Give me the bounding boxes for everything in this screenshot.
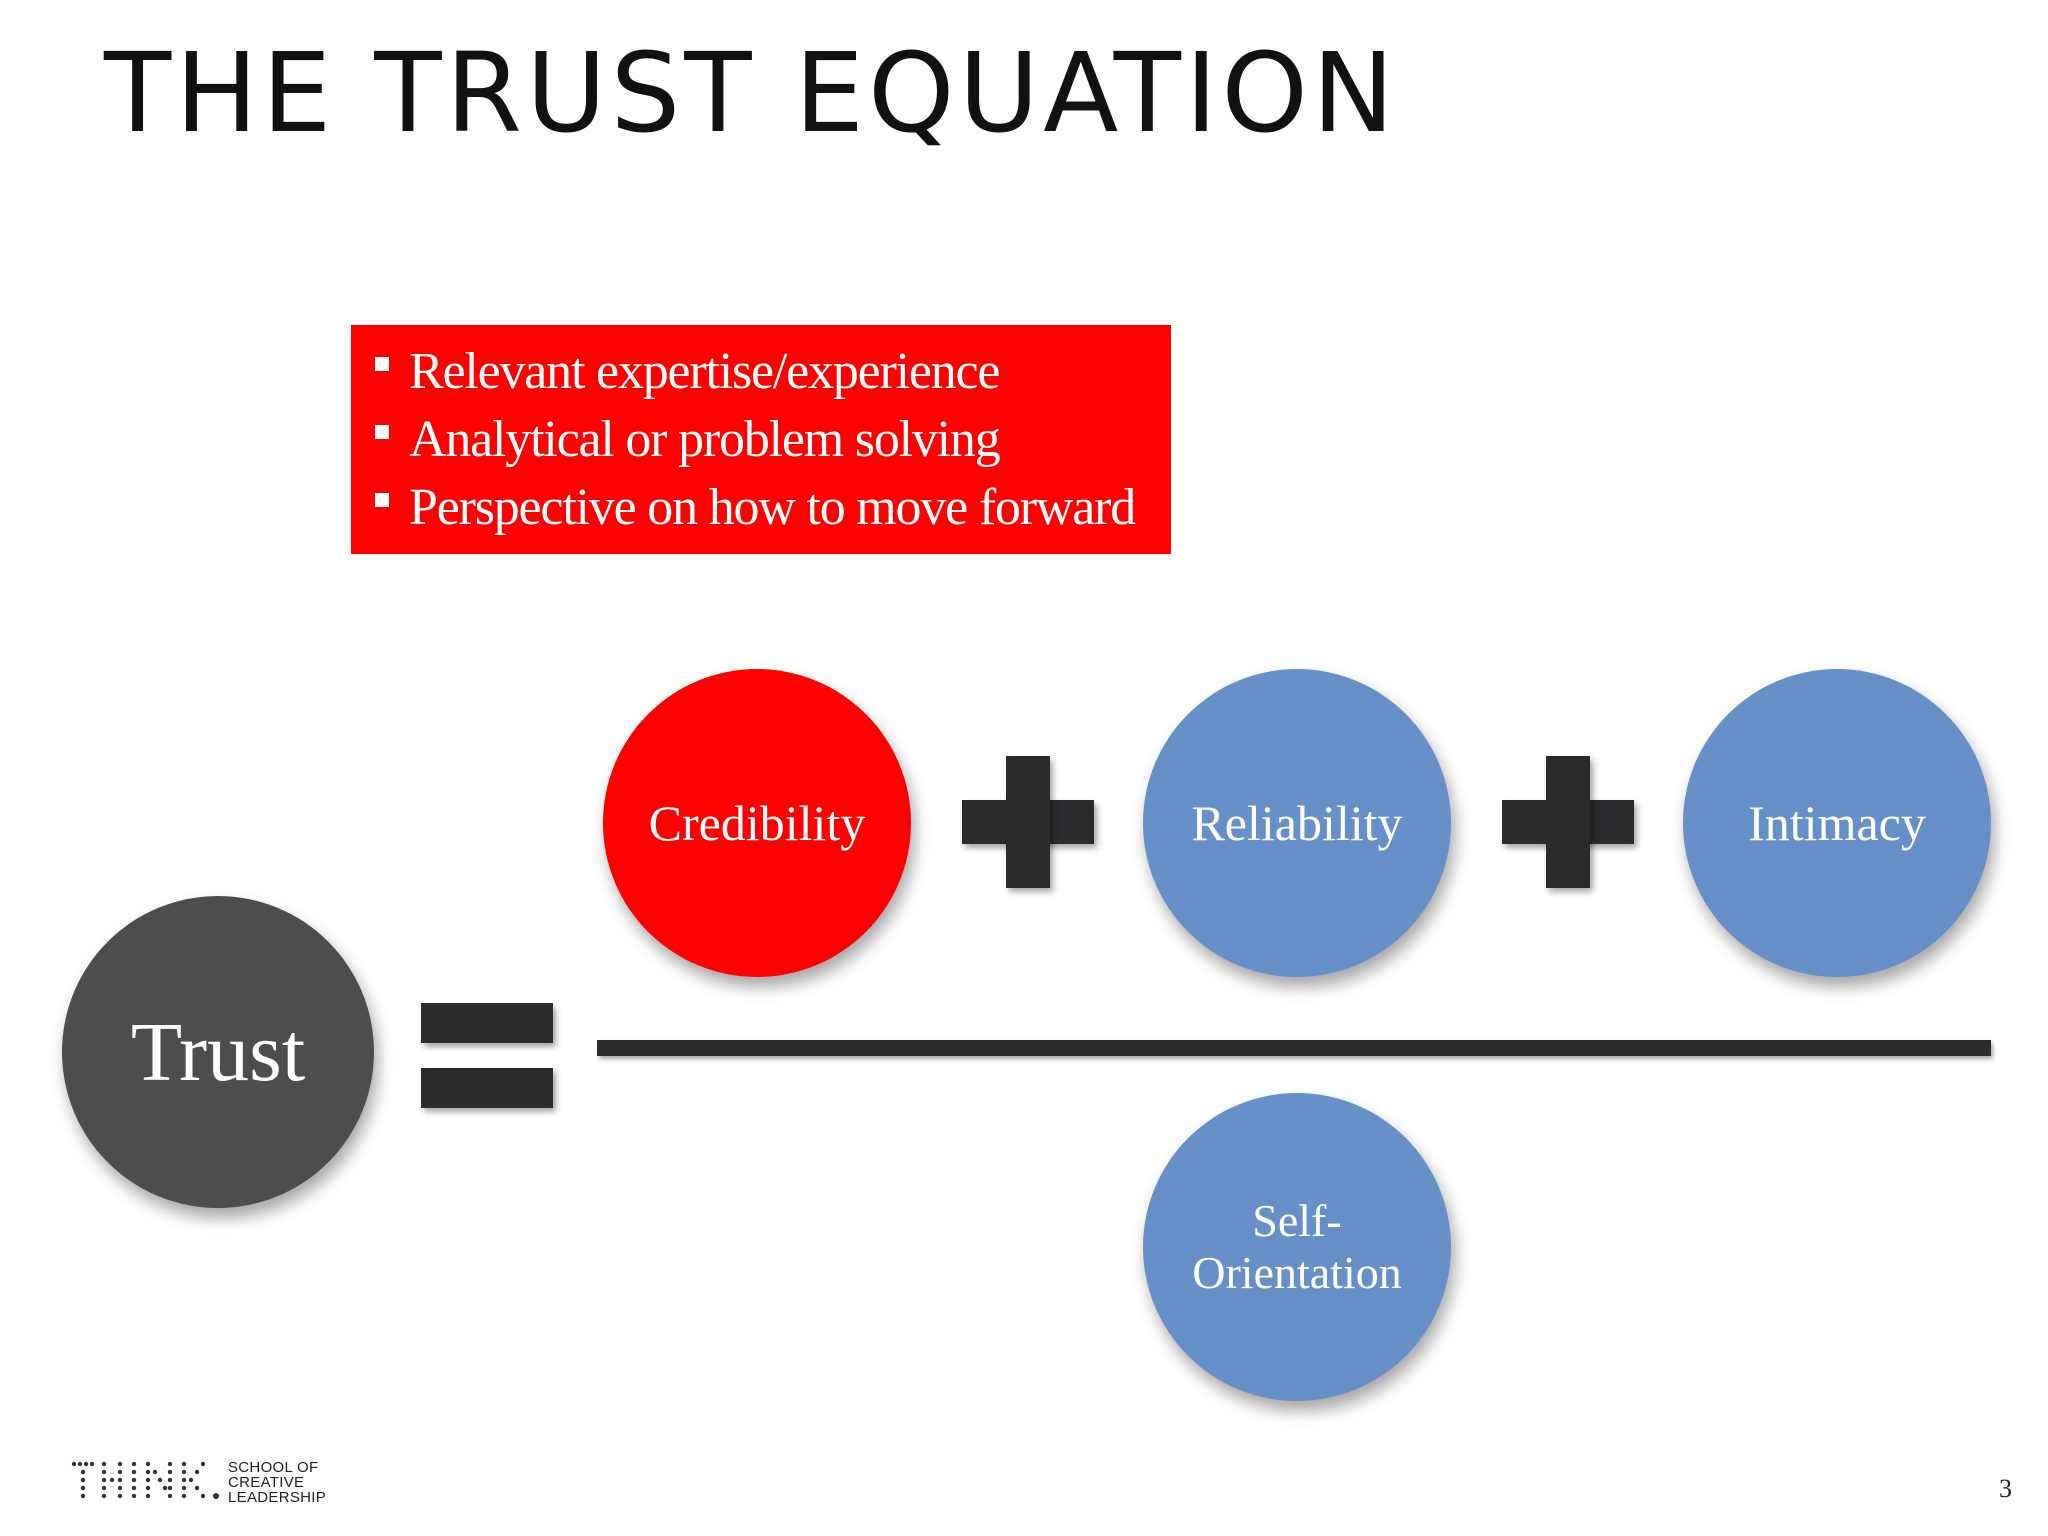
intimacy-circle: Intimacy (1683, 669, 1991, 977)
slide-title: THE TRUST EQUATION (104, 29, 1399, 157)
think-logo-icon (71, 1461, 219, 1499)
reliability-label: Reliability (1191, 795, 1403, 851)
bullet-item: Perspective on how to move forward (375, 473, 1171, 541)
fraction-bar (597, 1040, 1991, 1056)
plus-vertical-bar (1546, 756, 1590, 888)
self-orientation-line-2: Orientation (1192, 1247, 1402, 1298)
bullet-text: Relevant expertise/experience (409, 342, 1001, 400)
logo-line-3: LEADERSHIP (228, 1488, 327, 1506)
bullet-square-icon (375, 493, 389, 507)
bullet-text: Perspective on how to move forward (409, 478, 1136, 536)
credibility-circle: Credibility (603, 669, 911, 977)
bullet-square-icon (375, 425, 389, 439)
bullet-text: Analytical or problem solving (409, 410, 1001, 468)
plus-vertical-bar (1006, 756, 1050, 888)
equals-upper-bar (421, 1003, 553, 1043)
bullet-item: Analytical or problem solving (375, 405, 1171, 473)
bullet-item: Relevant expertise/experience (375, 337, 1171, 405)
equals-lower-bar (421, 1068, 553, 1108)
school-logo: SCHOOL OF CREATIVE LEADERSHIP (70, 1458, 326, 1506)
trust-circle: Trust (62, 896, 374, 1208)
logo-text: SCHOOL OF CREATIVE LEADERSHIP (228, 1460, 326, 1505)
credibility-label: Credibility (648, 795, 866, 851)
self-orientation-label: Self- Orientation (1192, 1195, 1402, 1299)
credibility-details-box: Relevant expertise/experience Analytical… (351, 325, 1171, 554)
bullet-square-icon (375, 357, 389, 371)
self-orientation-line-1: Self- (1252, 1195, 1342, 1246)
page-number: 3 (1999, 1474, 2012, 1503)
trust-label: Trust (130, 1005, 306, 1099)
logo-line-2: CREATIVE (228, 1473, 305, 1491)
logo-line-1: SCHOOL OF (228, 1458, 319, 1476)
reliability-circle: Reliability (1143, 669, 1451, 977)
self-orientation-circle: Self- Orientation (1143, 1093, 1451, 1401)
intimacy-label: Intimacy (1748, 795, 1926, 851)
